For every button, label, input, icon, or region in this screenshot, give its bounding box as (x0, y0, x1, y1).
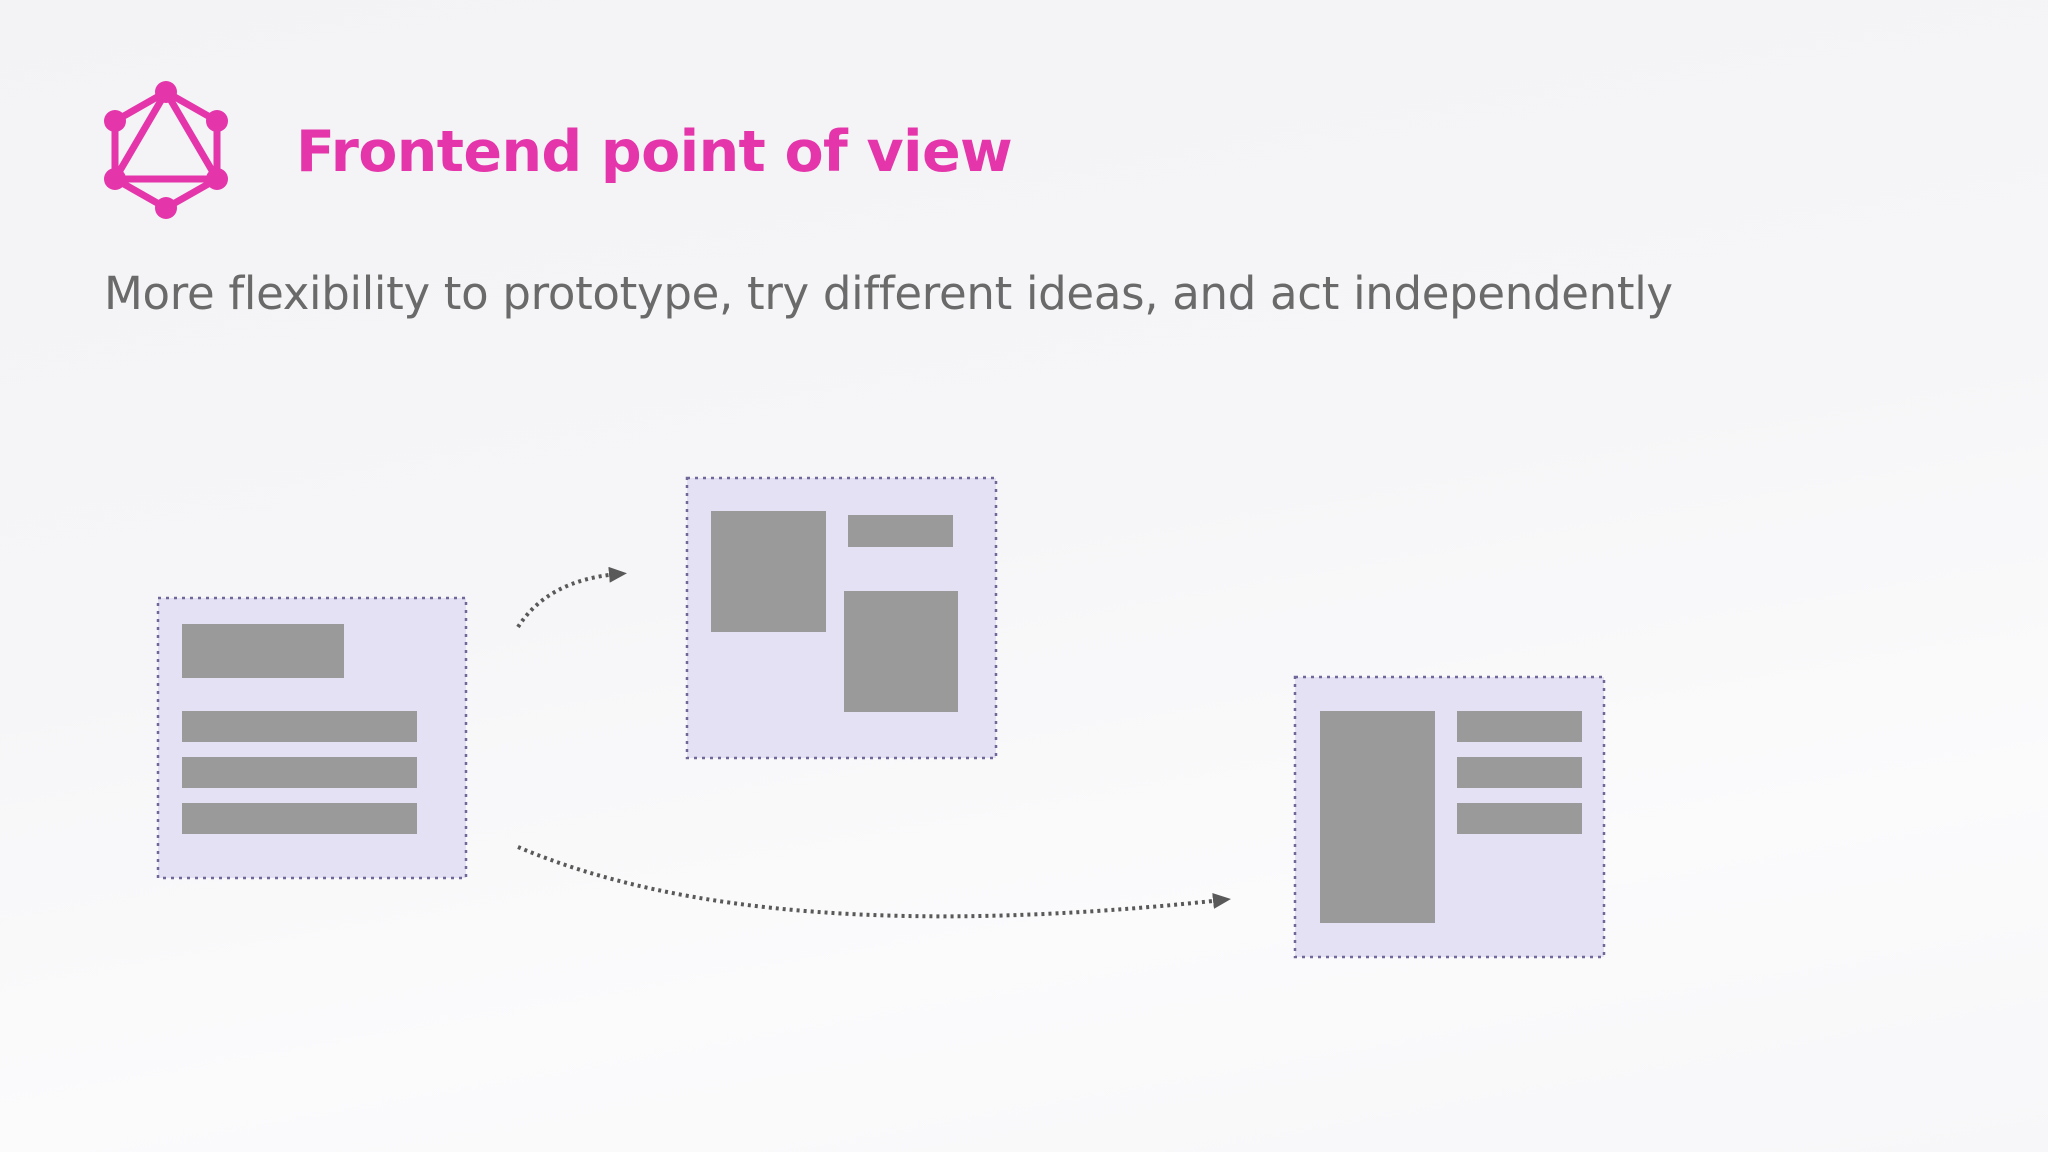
layout-b-line-block (1457, 803, 1582, 834)
layout-b-line-block (1457, 757, 1582, 788)
layout-a-image-block (711, 511, 826, 632)
layout-b-image-block (1320, 711, 1435, 923)
graphql-logo-icon (104, 81, 228, 219)
layout-a-image-block (844, 591, 958, 712)
source-line-block (182, 803, 417, 834)
arrow-to-layout-b (517, 845, 1231, 919)
source-line-block (182, 757, 417, 788)
alternative-layout-a-panel (685, 476, 998, 760)
slide-title: Frontend point of view (296, 119, 1013, 185)
slide-subtitle: More flexibility to prototype, try diffe… (104, 267, 1673, 320)
arrow-to-layout-a (516, 566, 627, 629)
layout-b-line-block (1457, 711, 1582, 742)
alternative-layout-b-panel (1293, 675, 1606, 959)
source-layout-panel (156, 596, 468, 880)
source-heading-block (182, 624, 344, 678)
source-line-block (182, 711, 417, 742)
layout-a-heading-block (848, 515, 953, 547)
